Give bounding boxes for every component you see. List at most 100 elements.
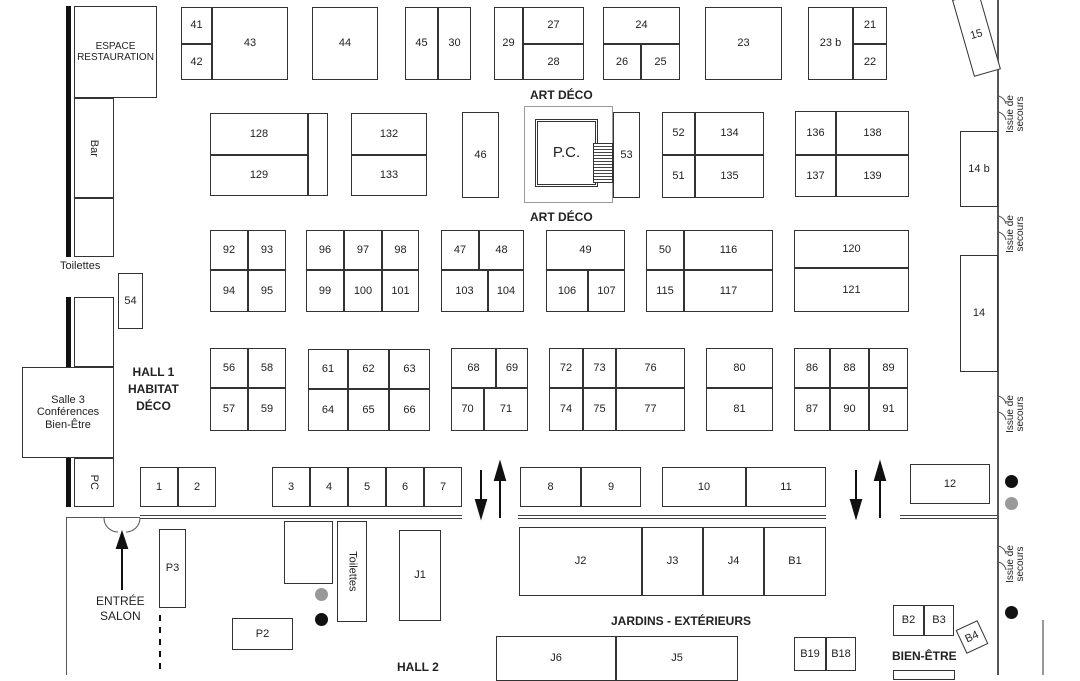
- stand-103: 103: [441, 270, 488, 312]
- stand-23: 23: [705, 7, 782, 80]
- stand-68: 68: [451, 348, 496, 388]
- stand-93: 93: [248, 230, 286, 270]
- toilettes-hall2: Toilettes: [337, 521, 367, 622]
- stand-59: 59: [248, 388, 286, 431]
- stand-24: 24: [603, 7, 680, 44]
- stand-133: 133: [351, 155, 427, 196]
- stand-120: 120: [794, 230, 909, 268]
- stand-46: 46: [462, 112, 499, 198]
- stand-134: 134: [695, 112, 764, 155]
- stand-28: 28: [523, 44, 584, 80]
- stand-30: 30: [438, 7, 471, 80]
- marker-black-dot-2: [1005, 606, 1018, 619]
- stairs: [593, 143, 613, 183]
- stand-B18: B18: [826, 637, 856, 671]
- stand-128-side: [308, 113, 328, 196]
- stand-91: 91: [869, 388, 908, 431]
- salle3-label-1: Salle 3: [51, 393, 85, 406]
- hall2-label: HALL 2: [397, 660, 439, 674]
- stand-26: 26: [603, 44, 641, 80]
- stand-23b: 23 b: [808, 7, 853, 80]
- stand-138: 138: [836, 111, 909, 155]
- stand-J6: J6: [496, 636, 616, 681]
- stand-89: 89: [869, 348, 908, 388]
- hall2-wall-line: [66, 517, 140, 518]
- stand-139: 139: [836, 155, 909, 197]
- door-arcs-exit-4: [997, 545, 1007, 571]
- stand-45: 45: [405, 7, 438, 80]
- stand-98: 98: [382, 230, 419, 270]
- stand-4: 4: [310, 467, 348, 507]
- stand-52: 52: [662, 112, 695, 155]
- stand-135: 135: [695, 155, 764, 198]
- stand-88: 88: [830, 348, 869, 388]
- stand-132: 132: [351, 113, 427, 155]
- stand-95: 95: [248, 270, 286, 312]
- stand-57: 57: [210, 388, 248, 431]
- stand-J2: J2: [519, 527, 642, 596]
- stand-22: 22: [853, 44, 887, 80]
- stand-50: 50: [646, 230, 684, 270]
- stand-61: 61: [308, 349, 348, 389]
- door-arc-2: [125, 517, 141, 533]
- stand-56: 56: [210, 348, 248, 388]
- left-wall-upper: [66, 6, 71, 257]
- bar: Bar: [74, 98, 114, 198]
- stand-92: 92: [210, 230, 248, 270]
- hall2-block: [284, 521, 333, 584]
- art-deco-top-label: ART DÉCO: [530, 88, 593, 102]
- door-arcs-exit-1: [997, 95, 1007, 121]
- stand-8: 8: [520, 467, 581, 507]
- stand-136: 136: [795, 111, 836, 155]
- pc-left: PC: [74, 458, 114, 507]
- pc-center-label: P.C.: [552, 144, 581, 162]
- stand-101: 101: [382, 270, 419, 312]
- stand-72: 72: [549, 348, 583, 388]
- stand-48: 48: [479, 230, 524, 270]
- stand-27: 27: [523, 7, 584, 44]
- stand-75: 75: [583, 388, 616, 431]
- right-wall: [997, 0, 999, 675]
- stand-128: 128: [210, 113, 308, 155]
- stand-J4: J4: [703, 527, 764, 596]
- stand-44: 44: [312, 7, 378, 80]
- stand-116: 116: [684, 230, 773, 270]
- stand-6: 6: [386, 467, 424, 507]
- stand-B3: B3: [924, 605, 954, 636]
- hall1-label-2: HABITAT: [128, 382, 179, 396]
- hall1-label-1: HALL 1: [132, 365, 175, 379]
- bar-lower-block: [74, 198, 114, 257]
- door-arc-1: [103, 517, 119, 533]
- pc-center: P.C.: [535, 119, 598, 187]
- stand-1: 1: [140, 467, 178, 507]
- stand-43: 43: [212, 7, 288, 80]
- stand-86: 86: [794, 348, 830, 388]
- entree-label: ENTRÉE SALON: [96, 594, 145, 624]
- stand-97: 97: [344, 230, 382, 270]
- stand-96: 96: [306, 230, 344, 270]
- entree-label-2: SALON: [100, 609, 141, 623]
- hall1-label-3: DÉCO: [136, 399, 171, 413]
- stand-58: 58: [248, 348, 286, 388]
- toilettes-hall2-label: Toilettes: [346, 551, 359, 592]
- stand-10: 10: [662, 467, 746, 507]
- marker-gray-dot-2: [315, 588, 328, 601]
- bien-etre-label: BIEN-ÊTRE: [892, 649, 957, 663]
- marker-gray-dot-1: [1005, 497, 1018, 510]
- stand-99: 99: [306, 270, 344, 312]
- stand-25: 25: [641, 44, 680, 80]
- stand-69: 69: [496, 348, 528, 388]
- stand-76: 76: [616, 348, 685, 388]
- stand-14b: 14 b: [960, 131, 998, 207]
- stand-B1: B1: [764, 527, 826, 596]
- stand-J1: J1: [399, 530, 441, 621]
- stand-70: 70: [451, 388, 484, 431]
- stand-2: 2: [178, 467, 216, 507]
- stand-11: 11: [746, 467, 826, 507]
- marker-black-dot-1: [1005, 475, 1018, 488]
- divider-right: [900, 515, 997, 519]
- hall2-top-wall: [66, 517, 67, 675]
- stand-71: 71: [484, 388, 528, 431]
- stand-73: 73: [583, 348, 616, 388]
